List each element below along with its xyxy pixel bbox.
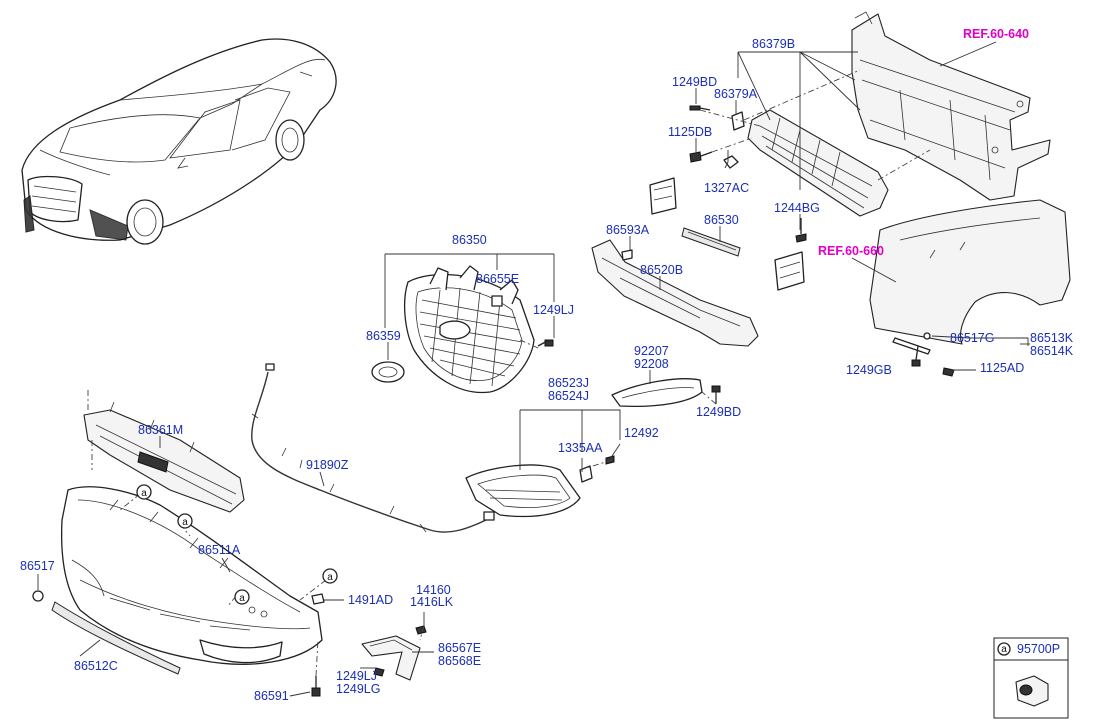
garnish-strip-86530 xyxy=(681,227,741,257)
bumper-upper-reinforcement xyxy=(83,401,245,513)
radiator-grille xyxy=(404,265,554,394)
label-1249BD-lamp: 1249BD xyxy=(696,405,741,419)
label-86591: 86591 xyxy=(254,689,289,703)
label-86379B: 86379B xyxy=(752,37,795,51)
legend-symbol: a xyxy=(1001,644,1007,655)
legend-part: 95700P xyxy=(1017,642,1060,656)
label-86379A: 86379A xyxy=(714,87,758,101)
label-1327AC: 1327AC xyxy=(704,181,749,195)
label-1249LJ-grille: 1249LJ xyxy=(533,303,574,317)
label-1249LJ-bracket: 1249LJ xyxy=(336,669,377,683)
label-86567E: 86567E xyxy=(438,641,481,655)
label-86568E: 86568E xyxy=(438,654,481,668)
label-86593A: 86593A xyxy=(606,223,650,237)
svg-text:a: a xyxy=(141,488,147,499)
label-86530: 86530 xyxy=(704,213,739,227)
label-1249LG: 1249LG xyxy=(336,682,380,696)
svg-text:a: a xyxy=(239,593,245,604)
svg-text:a: a xyxy=(327,572,333,583)
wiring-harness xyxy=(251,363,495,533)
label-1125AD: 1125AD xyxy=(980,361,1024,375)
label-86359: 86359 xyxy=(366,329,401,343)
label-91890Z: 91890Z xyxy=(306,458,349,472)
label-86512C: 86512C xyxy=(74,659,118,673)
label-86350: 86350 xyxy=(452,233,487,247)
label-1249GB: 1249GB xyxy=(846,363,892,377)
assembly-lines xyxy=(87,69,931,677)
legend-box: a 95700P xyxy=(993,637,1069,719)
label-86523J: 86523J xyxy=(548,376,589,390)
label-1244BG: 1244BG xyxy=(774,201,820,215)
bolt-86591 xyxy=(311,687,321,697)
sensor-brackets xyxy=(649,177,805,291)
label-1416LK: 1416LK xyxy=(410,595,454,609)
label-14160: 14160 xyxy=(416,583,451,597)
bumper-beam-86520B xyxy=(591,239,759,347)
radiator-support-panel xyxy=(851,11,1051,201)
label-1125DB: 1125DB xyxy=(668,125,712,139)
front-bumper-cover xyxy=(60,486,323,665)
svg-text:a: a xyxy=(182,517,188,528)
bumper-lower-lip xyxy=(51,601,181,675)
callout-markers: a a a a xyxy=(136,484,338,605)
fasteners-top xyxy=(689,105,807,243)
part-labels: REF.60-640 REF.60-660 86379B 1249BD 8637… xyxy=(20,27,1074,703)
label-86511A: 86511A xyxy=(198,543,241,557)
fog-lamp-garnish xyxy=(465,455,615,518)
leader-lines xyxy=(37,41,1030,697)
label-86517: 86517 xyxy=(20,559,55,573)
front-emblem xyxy=(371,361,405,383)
label-1491AD: 1491AD xyxy=(348,593,393,607)
label-1249BD-top: 1249BD xyxy=(672,75,717,89)
label-12492: 12492 xyxy=(624,426,659,440)
ref-radiator-support: REF.60-640 xyxy=(963,27,1029,41)
label-86514K: 86514K xyxy=(1030,344,1074,358)
label-86517G: 86517G xyxy=(950,331,994,345)
vehicle-illustration xyxy=(21,38,337,245)
fog-lamp-cover-upper xyxy=(611,378,721,408)
tow-hook-cap xyxy=(32,590,44,602)
label-86655E: 86655E xyxy=(476,272,519,286)
label-92207: 92207 xyxy=(634,344,669,358)
label-86524J: 86524J xyxy=(548,389,589,403)
label-92208: 92208 xyxy=(634,357,669,371)
label-86513K: 86513K xyxy=(1030,331,1074,345)
clip-1491AD xyxy=(311,593,325,605)
air-guide-assembly xyxy=(731,109,889,217)
label-86520B: 86520B xyxy=(640,263,683,277)
ref-fender: REF.60-660 xyxy=(818,244,884,258)
label-86361M: 86361M xyxy=(138,423,183,437)
label-1335AA: 1335AA xyxy=(558,441,603,455)
